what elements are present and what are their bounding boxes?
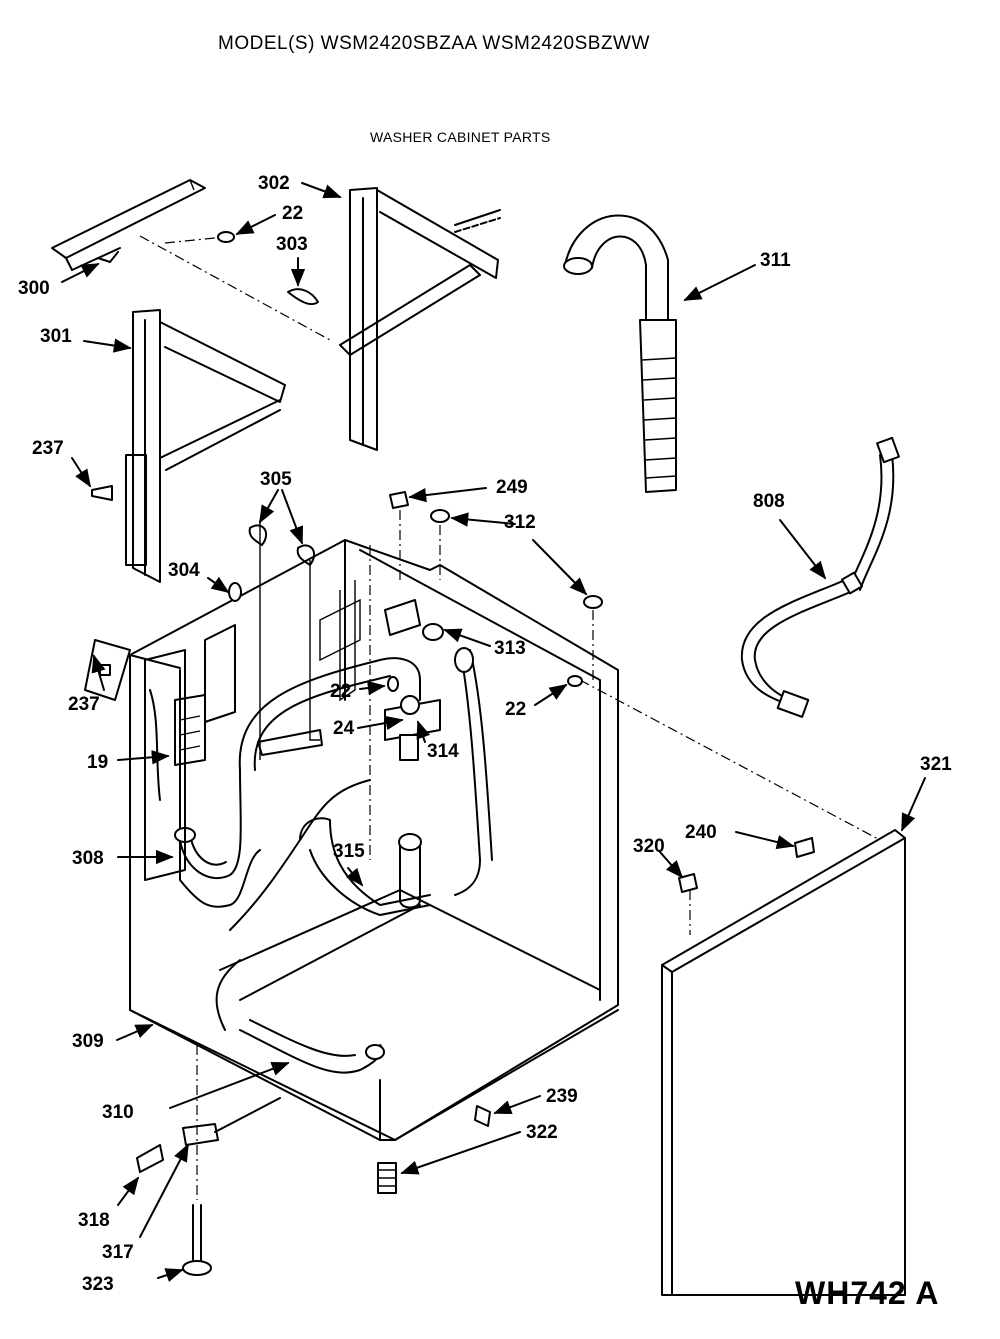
callout-305: 305 — [260, 469, 292, 490]
frame-302 — [339, 187, 501, 451]
leveling-leg-322 — [377, 1162, 397, 1194]
top-brace-300 — [51, 179, 206, 271]
callout-240: 240 — [685, 822, 717, 843]
callout-808: 808 — [753, 491, 785, 512]
clip-320 — [678, 873, 698, 893]
glide-317 — [182, 1097, 281, 1146]
callout-239: 239 — [546, 1086, 578, 1107]
callout-308: 308 — [72, 848, 104, 869]
drain-hose-311 — [563, 214, 677, 493]
tube-315 — [299, 647, 493, 916]
callout-320: 320 — [633, 836, 665, 857]
callout-317: 317 — [102, 1242, 134, 1263]
callout-313: 313 — [494, 638, 526, 659]
cap-249 — [389, 491, 409, 509]
callout-304: 304 — [168, 560, 200, 581]
clip-318 — [136, 1144, 164, 1173]
callout-22: 22 — [330, 681, 351, 702]
callout-301: 301 — [40, 326, 72, 347]
callout-237: 237 — [32, 438, 64, 459]
callout-318: 318 — [78, 1210, 110, 1231]
callout-237: 237 — [68, 694, 100, 715]
callout-300: 300 — [18, 278, 50, 299]
valve-314 — [384, 695, 441, 761]
clip-240 — [794, 837, 815, 858]
frame-301 — [125, 309, 286, 583]
control-module-19 — [144, 649, 206, 881]
callout-22: 22 — [282, 203, 303, 224]
callout-303: 303 — [276, 234, 308, 255]
clip-239 — [474, 1105, 491, 1127]
callout-322: 322 — [526, 1122, 558, 1143]
callout-labels: 302 22 303 300 301 311 237 305 249 312 8… — [18, 173, 952, 1295]
bracket-237-lower — [84, 639, 131, 701]
callout-321: 321 — [920, 754, 952, 775]
leader-lines — [61, 182, 926, 1282]
callout-19: 19 — [87, 752, 108, 773]
model-title: MODEL(S) WSM2420SBZAA WSM2420SBZWW — [218, 33, 650, 54]
screw-22-top — [217, 231, 235, 243]
callout-249: 249 — [496, 477, 528, 498]
bracket-304 — [204, 582, 242, 723]
callout-323: 323 — [82, 1274, 114, 1295]
wiring-harness — [257, 520, 323, 760]
callout-311: 311 — [760, 250, 791, 271]
plug-312 — [430, 509, 603, 609]
clip-303 — [287, 288, 319, 306]
callout-312: 312 — [504, 512, 536, 533]
callout-310: 310 — [102, 1102, 134, 1123]
callout-315: 315 — [333, 841, 365, 862]
screw-237-upper — [91, 485, 113, 501]
figure-code: WH742 A — [795, 1275, 940, 1311]
inlet-hose-808 — [740, 436, 900, 718]
callout-314: 314 — [427, 741, 459, 762]
clip-305 — [248, 524, 316, 566]
diagram-subtitle: WASHER CABINET PARTS — [370, 129, 551, 145]
tube-310 — [215, 657, 421, 1074]
callout-309: 309 — [72, 1031, 104, 1052]
callout-24: 24 — [333, 718, 355, 739]
leg-323 — [182, 1204, 212, 1276]
screw-22-mid — [387, 675, 583, 692]
front-panel-321 — [661, 829, 906, 1296]
callout-22: 22 — [505, 699, 526, 720]
callout-302: 302 — [258, 173, 290, 194]
coupling-313 — [384, 599, 444, 641]
